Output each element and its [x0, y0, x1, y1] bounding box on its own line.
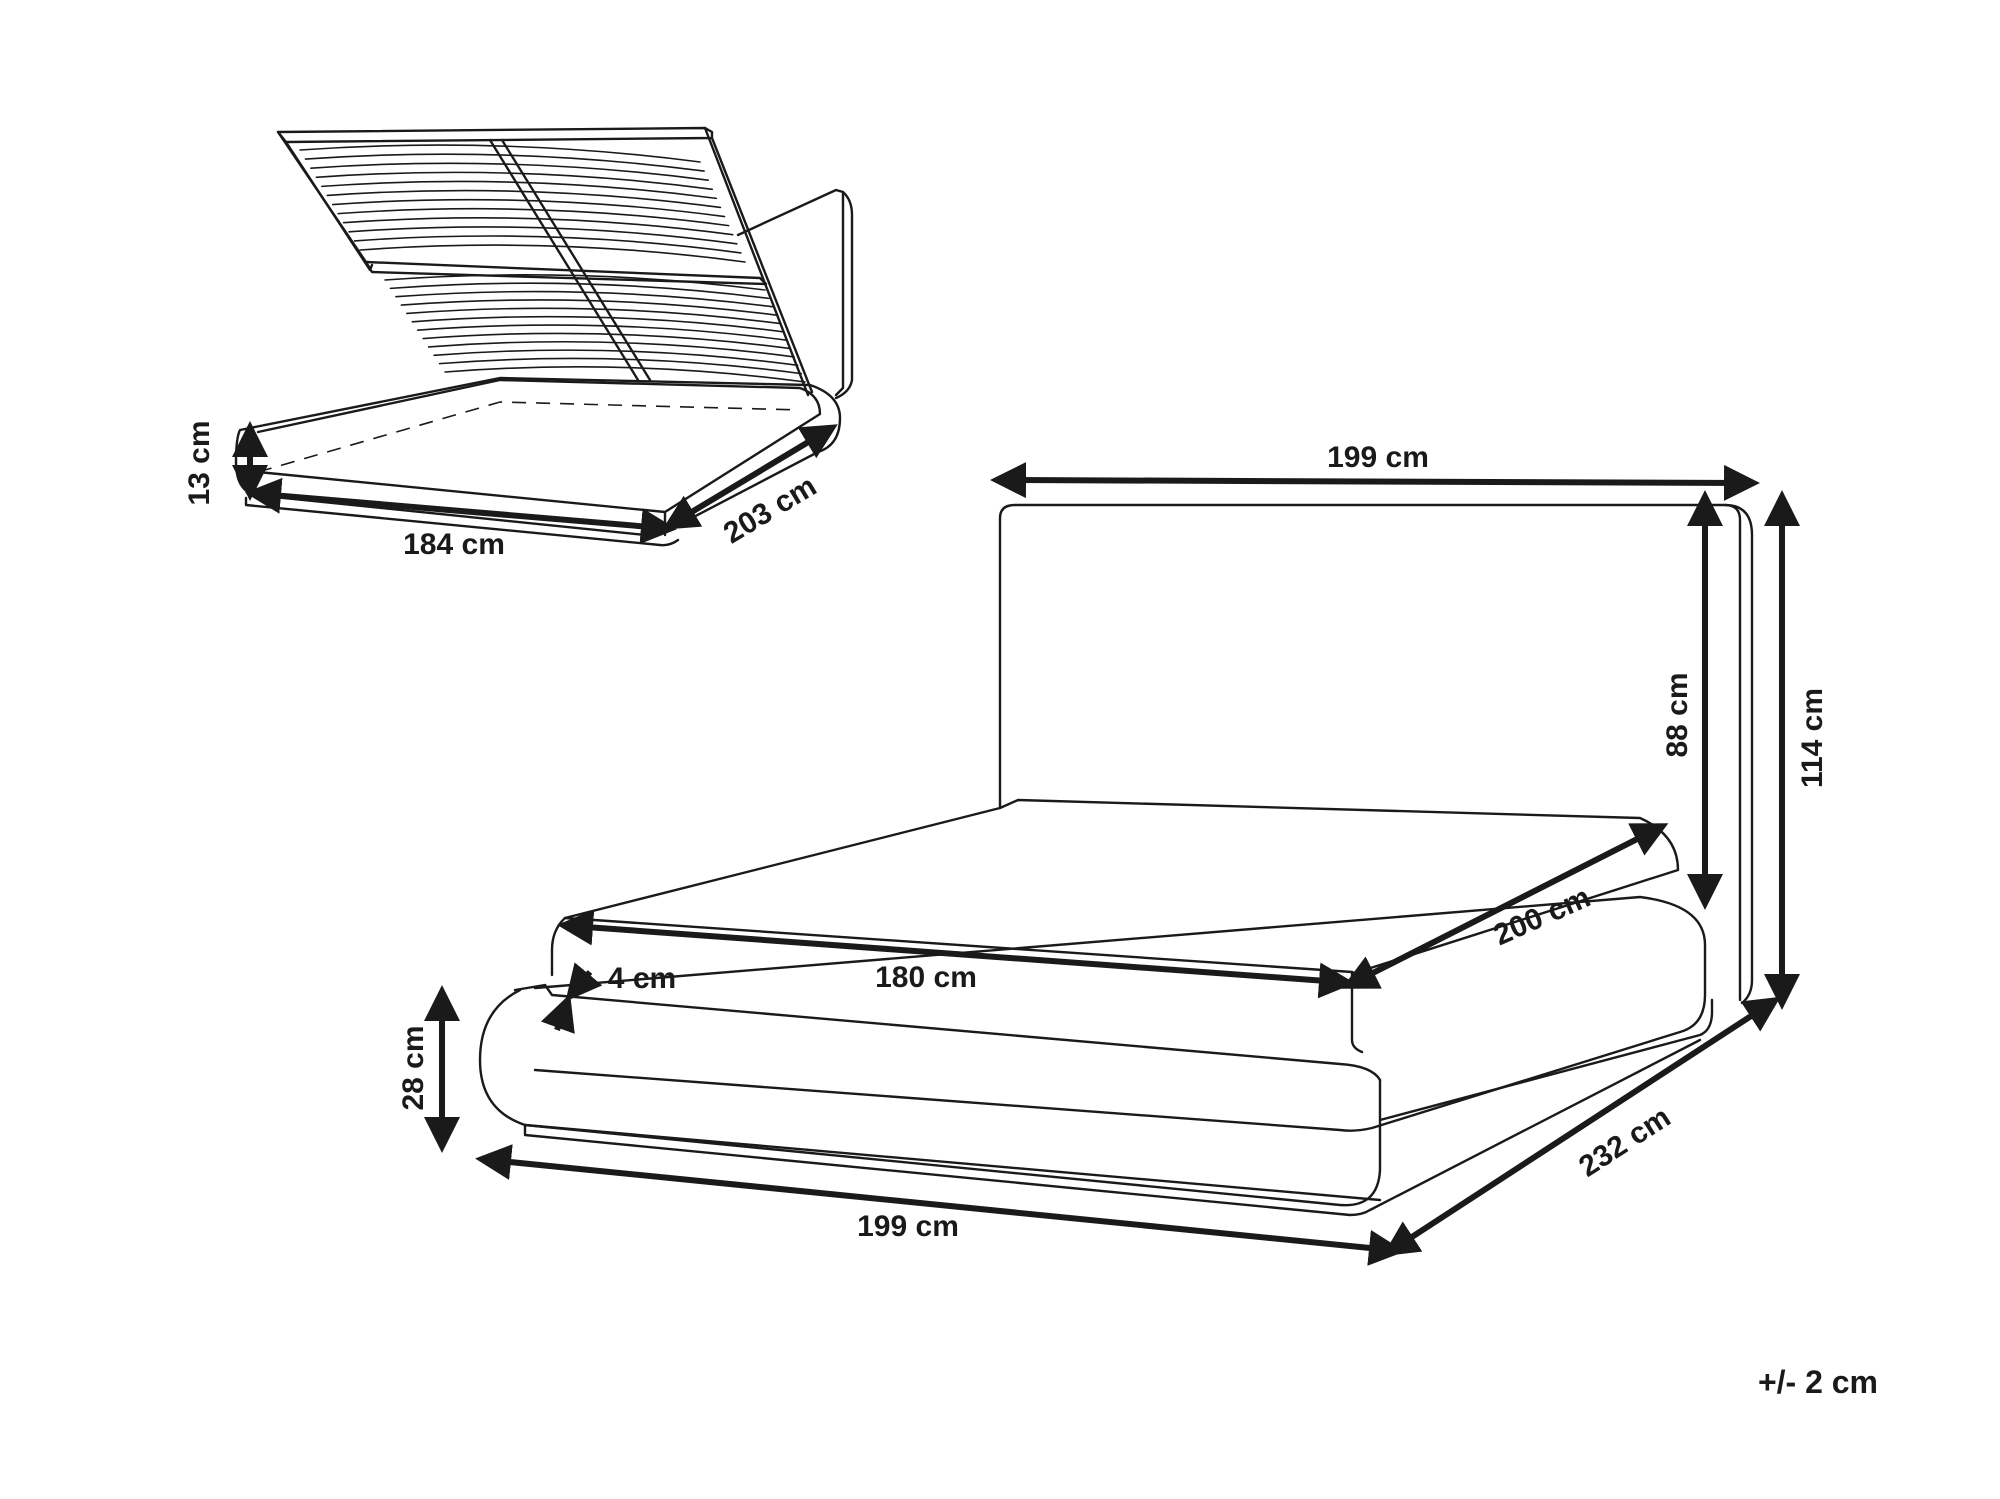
slat [337, 207, 730, 227]
label-28cm: 28 cm [397, 1025, 430, 1110]
slat [389, 282, 770, 300]
slat [438, 357, 803, 375]
slat [384, 274, 766, 291]
dim-199cm-bottom [475, 1144, 1405, 1266]
slat [342, 217, 734, 236]
slat [422, 332, 792, 350]
slat [326, 189, 722, 209]
slat [416, 324, 788, 341]
label-184cm: 184 cm [403, 528, 505, 561]
dim-4cm-upper [565, 962, 603, 1002]
dim-4cm-lower [540, 993, 575, 1034]
slat [400, 299, 777, 316]
label-4cm: 4 cm [608, 962, 676, 995]
slat [348, 226, 738, 245]
slat [299, 144, 701, 163]
slat [353, 235, 742, 254]
slat [321, 180, 718, 200]
slat [304, 153, 705, 172]
slat [433, 349, 799, 367]
dim-180cm [557, 909, 1355, 999]
label-114cm: 114 cm [1796, 688, 1829, 788]
label-232cm: 232 cm [1573, 1100, 1676, 1183]
dim-184cm [245, 477, 677, 545]
slat [310, 162, 709, 181]
slat [331, 198, 726, 218]
tolerance-note: +/- 2 cm [1758, 1364, 1878, 1400]
slat [406, 307, 781, 325]
label-200cm: 200 cm [1489, 881, 1595, 953]
slat [444, 366, 806, 383]
label-13cm: 13 cm [183, 420, 216, 505]
slats [299, 144, 806, 383]
label-199cm-bottom: 199 cm [857, 1210, 959, 1243]
dim-200cm [1341, 823, 1669, 989]
dim-199cm-top [990, 462, 1760, 501]
slat [395, 290, 774, 308]
storage-bed-illustration [234, 126, 854, 547]
slat [315, 171, 714, 191]
dim-203cm [662, 424, 838, 530]
label-199cm-top: 199 cm [1327, 441, 1429, 474]
dim-232cm [1382, 996, 1781, 1257]
label-203cm: 203 cm [718, 470, 822, 551]
label-88cm: 88 cm [1661, 672, 1694, 757]
label-180cm: 180 cm [875, 961, 977, 994]
slat [359, 244, 746, 263]
slat [411, 315, 784, 333]
slat [427, 340, 795, 358]
bed-illustration [478, 503, 1754, 1217]
